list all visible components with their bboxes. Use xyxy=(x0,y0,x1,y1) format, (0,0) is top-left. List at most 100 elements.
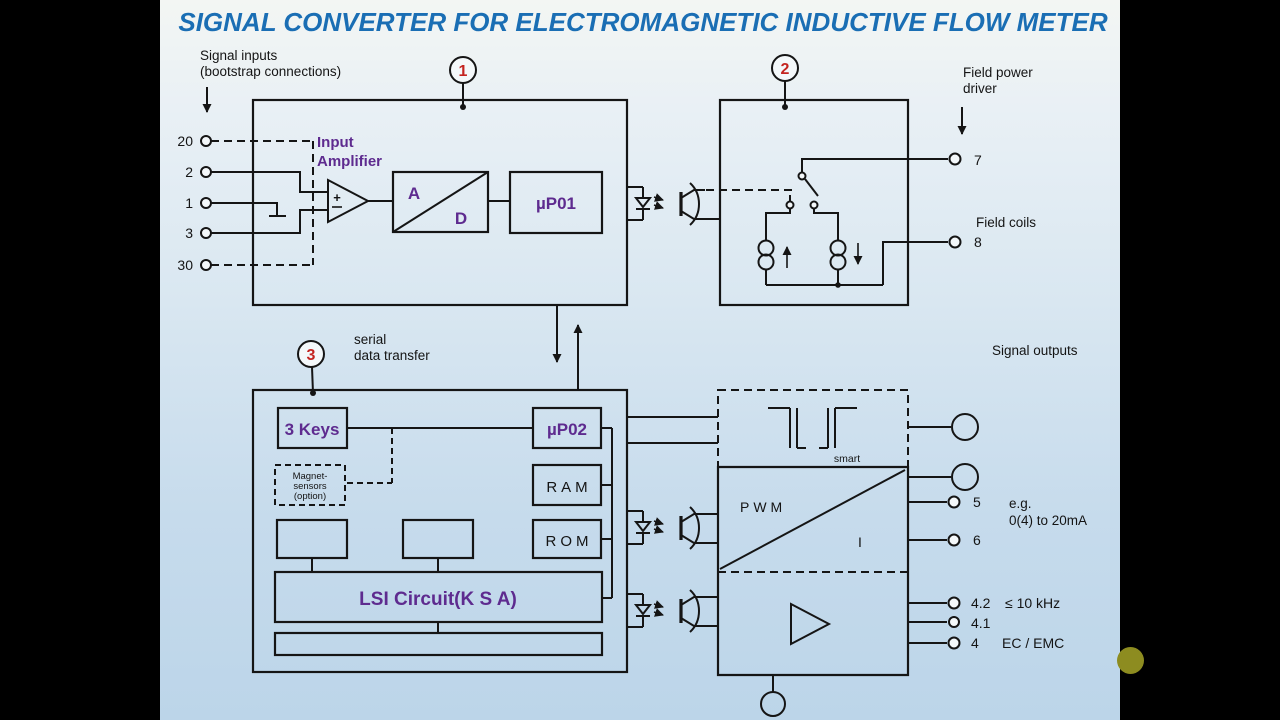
terminal-6-label: 6 xyxy=(973,532,981,548)
terminal-2-circle xyxy=(200,166,212,178)
terminal-5-circle xyxy=(947,495,961,509)
output-circle-2 xyxy=(951,463,979,491)
current-source-right xyxy=(829,239,847,257)
field-power-line1: Field power xyxy=(963,65,1033,80)
pwm-i-label: I xyxy=(858,534,862,550)
smart-section-outline xyxy=(717,389,909,468)
eg-line1: e.g. xyxy=(1009,496,1032,511)
pulse-glyph-1 xyxy=(768,407,806,449)
terminal-42-circle xyxy=(947,596,961,610)
output-block: smart PWM I xyxy=(716,389,910,717)
optocoupler-1 xyxy=(627,183,797,225)
terminal-30-label: 30 xyxy=(177,257,193,273)
page-title: SIGNAL CONVERTER FOR ELECTROMAGNETIC IND… xyxy=(178,7,1107,37)
terminal-41-circle xyxy=(948,616,960,628)
switch-lever xyxy=(804,178,819,197)
pulse-glyph-2 xyxy=(819,407,857,449)
ecemc-label: EC / EMC xyxy=(1002,635,1064,651)
magnet-line3: (option) xyxy=(294,491,326,502)
field-power-line2: driver xyxy=(963,81,997,96)
right-black-bar xyxy=(1120,0,1280,720)
pwm-diagonal xyxy=(719,469,906,570)
block3-outline xyxy=(251,388,629,674)
terminal-8-label: 8 xyxy=(974,234,982,250)
optocoupler-3 xyxy=(627,590,718,632)
input-amplifier-label1: Input xyxy=(317,134,354,151)
left-black-bar xyxy=(0,0,160,720)
magnet-line1: Magnet- xyxy=(293,471,328,482)
signal-output-terminals: Signal outputs 5 e.g. 0(4) to 20mA 6 4.2… xyxy=(908,343,1087,651)
terminal8-wire xyxy=(882,241,948,285)
switch-contact-right xyxy=(809,200,819,210)
freq-label: ≤ 10 kHz xyxy=(1005,595,1060,611)
terminal-41-label: 4.1 xyxy=(971,615,991,631)
terminal-7-circle xyxy=(948,152,962,166)
pwm-label: PWM xyxy=(740,499,786,515)
terminal-20-label: 20 xyxy=(177,133,193,149)
terminal7-wire xyxy=(801,158,948,172)
serial-label-line1: serial xyxy=(354,332,386,347)
amp-section-outline xyxy=(716,572,910,677)
block1-input-converter: 1 Input Amplifier + A D µP01 xyxy=(251,56,629,307)
terminal-5-label: 5 xyxy=(973,494,981,510)
aux-box-1 xyxy=(275,518,349,560)
ad-d-label: D xyxy=(455,209,467,228)
block2-field-power-driver: 2 xyxy=(718,54,948,307)
input-terminals: 20 2 1 3 30 xyxy=(177,133,212,273)
aux-box-2 xyxy=(401,518,475,560)
lsi-label: LSI Circuit(K S A) xyxy=(359,589,517,610)
terminal-3-circle xyxy=(200,227,212,239)
ram-label: RAM xyxy=(546,479,591,496)
terminal-8-circle xyxy=(948,235,962,249)
signal-outputs-label: Signal outputs xyxy=(992,343,1078,358)
block3-badge: 3 xyxy=(307,347,316,364)
serial-data-transfer: serial data transfer xyxy=(354,305,583,390)
ground-terminal-circle xyxy=(760,691,786,717)
input-amplifier-label2: Amplifier xyxy=(317,153,382,170)
magnet-line2: sensors xyxy=(293,481,327,492)
block3-output-links xyxy=(627,416,718,444)
optocoupler-2 xyxy=(627,507,718,549)
up02-label: µP02 xyxy=(547,420,587,439)
field-coils-label: Field coils xyxy=(976,215,1036,230)
terminal-20-circle xyxy=(200,135,212,147)
eg-line2: 0(4) to 20mA xyxy=(1009,513,1087,528)
rom-label: ROM xyxy=(546,533,593,550)
terminal-1-label: 1 xyxy=(185,195,193,211)
block1-outline xyxy=(251,98,629,307)
output-amp-triangle xyxy=(790,602,832,646)
terminal-30-circle xyxy=(200,259,212,271)
opamp-plus: + xyxy=(333,190,341,205)
terminal-42-label: 4.2 xyxy=(971,595,991,611)
terminal-4-circle xyxy=(947,636,961,650)
terminal-4-label: 4 xyxy=(971,635,979,651)
pwm-section-outline xyxy=(716,465,910,572)
ad-a-label: A xyxy=(408,184,420,203)
bottom-bar-box xyxy=(273,631,604,657)
terminal-7-label: 7 xyxy=(974,152,982,168)
terminal-3-label: 3 xyxy=(185,225,193,241)
signal-inputs-line1: Signal inputs xyxy=(200,48,278,63)
switch-contact-left xyxy=(785,200,795,210)
block2-outline xyxy=(718,98,910,307)
current-source-left xyxy=(757,239,775,257)
opamp-triangle xyxy=(327,178,371,224)
output-circle-1 xyxy=(951,413,979,441)
circuit-diagram: SIGNAL CONVERTER FOR ELECTROMAGNETIC IND… xyxy=(177,7,1108,717)
block3-badge-circle xyxy=(297,340,325,368)
magnet-sensors-box xyxy=(274,464,346,506)
block2-badge: 2 xyxy=(781,61,790,78)
up01-label: µP01 xyxy=(536,194,576,213)
field-labels: Field power driver 7 Field coils 8 xyxy=(948,65,1036,250)
serial-label-line2: data transfer xyxy=(354,348,430,363)
terminal-2-label: 2 xyxy=(185,164,193,180)
block1-badge: 1 xyxy=(459,63,468,80)
block3-processor: 3 3 Keys µP02 Magnet- sensors (option) R… xyxy=(251,340,629,674)
signal-inputs-line2: (bootstrap connections) xyxy=(200,64,341,79)
keys-label: 3 Keys xyxy=(285,420,340,439)
smart-label: smart xyxy=(834,453,860,465)
terminal-6-circle xyxy=(947,533,961,547)
up01-box xyxy=(508,170,604,235)
input-wiring xyxy=(211,140,328,266)
